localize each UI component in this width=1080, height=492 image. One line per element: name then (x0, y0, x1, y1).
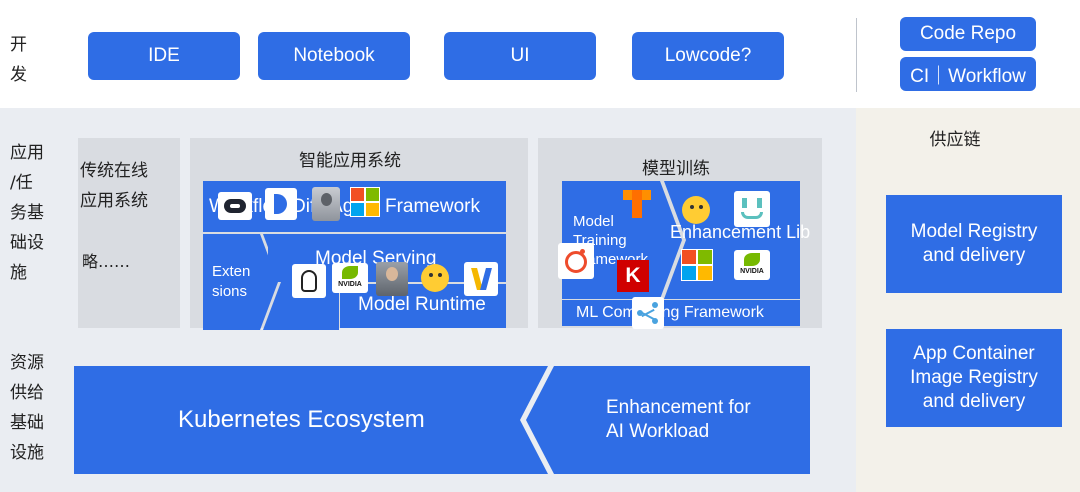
huggingface-icon (418, 262, 452, 294)
model-runtime-label: Model Runtime (358, 294, 486, 315)
microsoft-icon (350, 187, 380, 217)
vllm-icon (464, 262, 498, 296)
app-registry-box: App Container Image Registry and deliver… (886, 329, 1062, 427)
extensions-label: Exten sions (212, 263, 251, 300)
ui-button[interactable]: UI (444, 32, 596, 80)
nvidia-icon: NVIDIA (332, 263, 368, 293)
ray-icon (632, 297, 664, 329)
ml-computing-label: ML Computing Framework (576, 304, 764, 321)
traditional-apps-title: 传统在线 应用系统 (80, 161, 148, 211)
kubernetes-label: Kubernetes Ecosystem (178, 406, 425, 433)
dev-divider (856, 18, 857, 92)
app-row-label: 应用 /任 务基 础设 施 (10, 143, 44, 283)
smile-icon (734, 191, 770, 227)
model-registry-box: Model Registry and delivery (886, 195, 1062, 293)
tensorflow-icon (620, 186, 654, 220)
ai-workload-label: Enhancement for AI Workload (606, 397, 751, 442)
resource-row-label: 资源 供给 基础 设施 (10, 353, 44, 463)
huggingface-icon-2 (680, 194, 712, 226)
tool-icon (218, 192, 252, 220)
ci-workflow-button[interactable]: CI｜Workflow (900, 57, 1036, 91)
training-title: 模型训练 (642, 159, 710, 179)
traditional-apps-etc: 略…… (82, 252, 131, 271)
supply-chain-band (856, 108, 1080, 492)
ml-computing-bar: ML Computing Framework (562, 300, 800, 326)
code-repo-button[interactable]: Code Repo (900, 17, 1036, 51)
dev-row-label: 开 发 (10, 35, 27, 85)
notebook-button[interactable]: Notebook (258, 32, 410, 80)
nvidia-icon-2: NVIDIA (734, 250, 770, 280)
lowcode-button[interactable]: Lowcode? (632, 32, 784, 80)
intelligent-apps-title: 智能应用系统 (299, 151, 401, 171)
dify-icon (265, 188, 297, 220)
enhancement-lib-label: Enhancement Lib (670, 222, 811, 242)
person-avatar-icon (376, 262, 408, 296)
pytorch-icon (558, 243, 594, 279)
kubernetes-chevron (74, 366, 810, 474)
microsoft-icon-2 (681, 249, 713, 281)
supply-chain-title: 供应链 (929, 130, 981, 150)
traditional-apps-panel: 传统在线 应用系统 略…… (78, 138, 180, 328)
ollama-icon (292, 264, 326, 298)
agent-avatar-icon (312, 187, 340, 221)
keras-icon: K (617, 260, 649, 292)
ide-button[interactable]: IDE (88, 32, 240, 80)
